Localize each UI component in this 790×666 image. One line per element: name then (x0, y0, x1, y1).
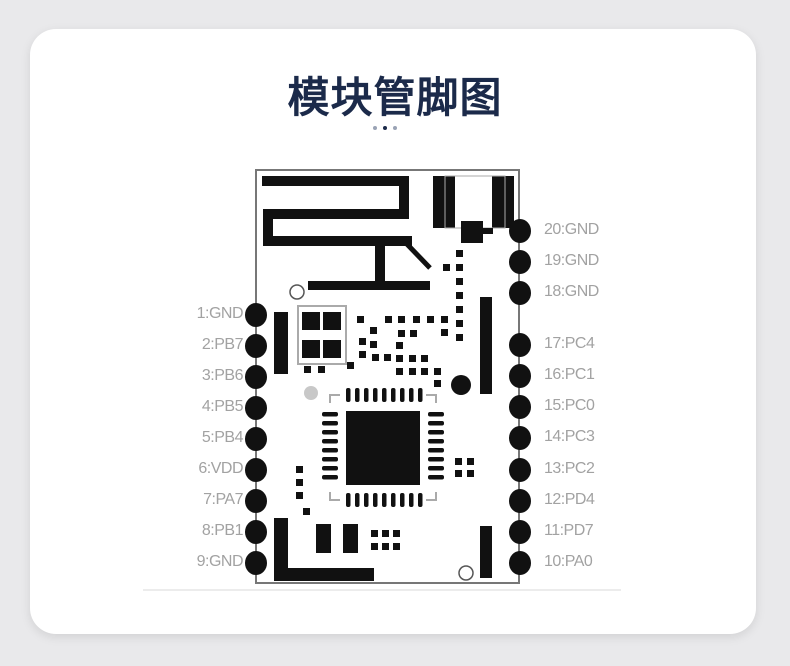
left-pin-label: 9:GND (196, 553, 244, 570)
right-pin-label: 14:PC3 (544, 428, 595, 445)
left-trace-bottom (274, 518, 288, 573)
right-pin-label: 10:PA0 (544, 553, 593, 570)
left-pin-5 (245, 427, 267, 451)
right-pin-20 (509, 219, 531, 243)
right-pin-18 (509, 281, 531, 305)
right-pin-label: 19:GND (544, 252, 599, 269)
right-pin-14 (509, 426, 531, 450)
left-pin-label: 8:PB1 (201, 522, 244, 539)
left-pin-label: 1:GND (196, 305, 244, 322)
right-pin-10 (509, 551, 531, 575)
left-pin-3 (245, 365, 267, 389)
right-trace-bottom (480, 526, 492, 578)
left-pin-4 (245, 396, 267, 420)
title-divider-dots (373, 124, 413, 134)
mount-hole-top (289, 284, 305, 300)
mount-hole-bottom (458, 565, 474, 581)
right-pin-16 (509, 364, 531, 388)
crystal-component (433, 175, 514, 243)
right-pin-label: 17:PC4 (544, 335, 595, 352)
right-pin-19 (509, 250, 531, 274)
right-pin-13 (509, 458, 531, 482)
right-pin-label: 20:GND (544, 221, 599, 238)
right-pin-label: 15:PC0 (544, 397, 595, 414)
right-pin-label: 16:PC1 (544, 366, 595, 383)
left-pin-label: 4:PB5 (201, 398, 244, 415)
left-pin-2 (245, 334, 267, 358)
left-pin-1 (245, 303, 267, 327)
left-pin-7 (245, 489, 267, 513)
left-pin-label: 2:PB7 (201, 336, 244, 353)
right-pin-label: 13:PC2 (544, 460, 595, 477)
fiducial (451, 375, 471, 395)
qfn-chip (322, 388, 444, 507)
quad-component (297, 305, 347, 365)
right-pin-label: 18:GND (544, 283, 599, 300)
left-pin-label: 7:PA7 (203, 491, 243, 508)
right-pin-15 (509, 395, 531, 419)
antenna-feed (308, 281, 430, 290)
left-pin-label: 5:PB4 (201, 429, 244, 446)
left-pin-label: 3:PB6 (201, 367, 244, 384)
passive-components (296, 458, 474, 553)
bottom-trace (274, 568, 374, 581)
right-pin-label: 11:PD7 (544, 522, 594, 539)
left-pin-label: 6:VDD (198, 460, 243, 477)
pcb-antenna (262, 176, 432, 282)
right-pin-17 (509, 333, 531, 357)
left-pin-6 (245, 458, 267, 482)
page-title: 模块管脚图 (287, 73, 503, 122)
right-pin-label: 12:PD4 (544, 491, 595, 508)
left-trace-top (274, 312, 288, 374)
left-pin-8 (245, 520, 267, 544)
right-pin-11 (509, 520, 531, 544)
right-pin-12 (509, 489, 531, 513)
pin1-marker (304, 386, 318, 400)
right-trace-top (480, 297, 492, 394)
dotted-trace (304, 250, 463, 387)
left-pin-9 (245, 551, 267, 575)
